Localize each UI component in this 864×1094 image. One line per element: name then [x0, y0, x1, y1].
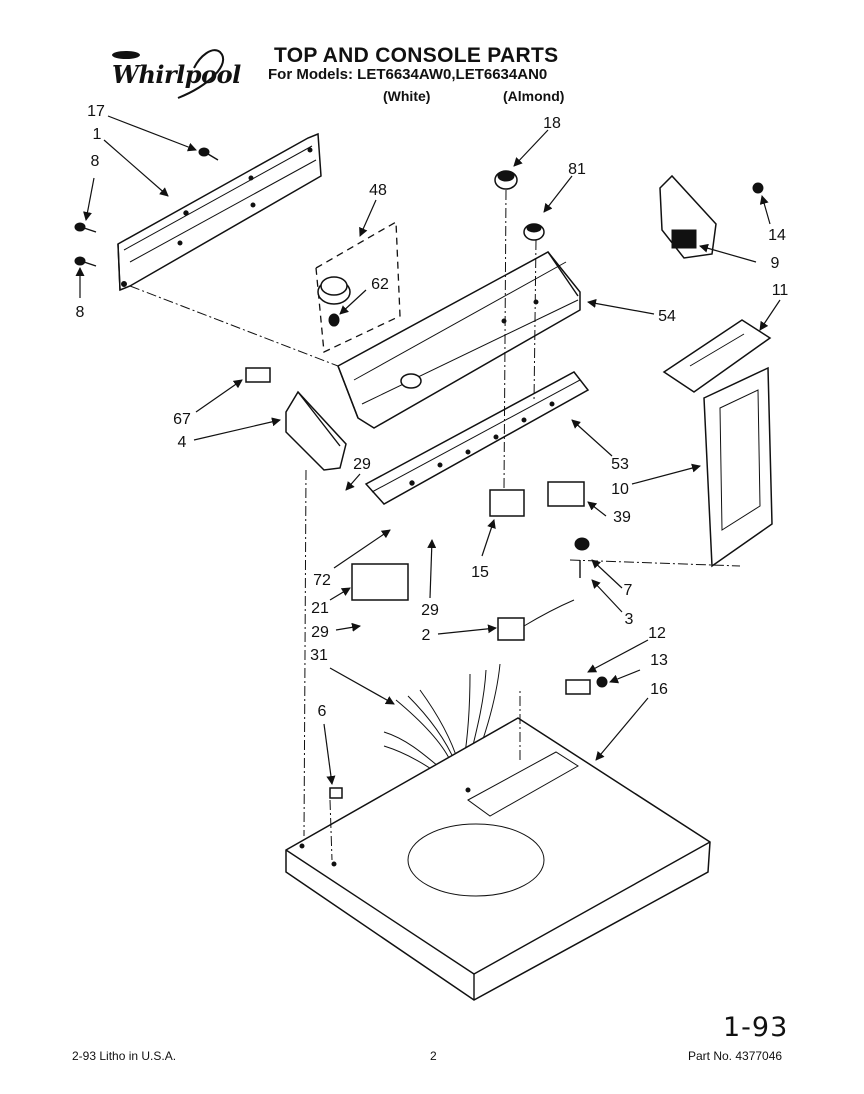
callout-label: 16 — [650, 681, 668, 698]
print-info: 2-93 Litho in U.S.A. — [72, 1049, 177, 1063]
color-almond-label: (Almond) — [503, 88, 565, 104]
callout-label: 4 — [177, 434, 187, 451]
console-panel — [337, 251, 581, 429]
callout-label: 1 — [92, 126, 102, 143]
callout-label: 39 — [613, 509, 631, 526]
callout-label: 18 — [543, 115, 561, 132]
brand-name: Whirlpool — [112, 60, 241, 89]
console-knobs — [494, 170, 545, 241]
callout-label: 54 — [658, 308, 676, 325]
top-cover — [285, 717, 711, 1001]
callout-label: 8 — [75, 304, 85, 321]
callout-label: 11 — [771, 282, 789, 299]
color-white-label: (White) — [383, 88, 431, 104]
callout-label: 29 — [353, 456, 371, 473]
screws-rear — [74, 147, 219, 267]
page-number: 2 — [430, 1049, 437, 1063]
callout-label: 9 — [770, 255, 780, 272]
switches — [489, 481, 590, 578]
end-cap — [245, 367, 347, 471]
timer-and-plug — [351, 563, 575, 641]
clips — [329, 676, 608, 799]
handwritten-date: 1-93 — [723, 1012, 789, 1043]
callout-label: 81 — [568, 161, 586, 178]
right-end-cap — [659, 174, 764, 259]
callout-label: 62 — [371, 276, 389, 293]
callout-label: 3 — [624, 611, 634, 628]
callout-label: 53 — [611, 456, 629, 473]
callout-label: 21 — [311, 600, 329, 617]
timer-knob-group — [315, 220, 401, 353]
callout-label: 15 — [471, 564, 489, 581]
callout-label: 14 — [768, 227, 786, 244]
callout-label: 2 — [421, 627, 431, 644]
callout-label: 12 — [648, 625, 666, 642]
callout-label: 72 — [313, 572, 331, 589]
models-line: For Models: LET6634AW0,LET6634AN0 — [268, 66, 548, 83]
callout-label: 17 — [87, 103, 105, 120]
callout-label: 8 — [90, 153, 100, 170]
whirlpool-logo: Whirlpool — [108, 46, 243, 102]
callout-label: 10 — [611, 481, 629, 498]
leader-arrows — [75, 115, 781, 785]
callout-label: 6 — [317, 703, 327, 720]
callout-label: 7 — [623, 582, 633, 599]
part-number: Part No. 4377046 — [688, 1049, 783, 1063]
callout-label: 13 — [650, 652, 668, 669]
logo-swirl-icon — [112, 49, 225, 99]
callout-label: 31 — [310, 647, 328, 664]
lid-assembly — [662, 319, 773, 568]
callout-label: 29 — [421, 602, 439, 619]
callout-label: 67 — [173, 411, 191, 428]
alignment-lines — [129, 189, 741, 861]
page-title: TOP AND CONSOLE PARTS — [274, 44, 559, 67]
callout-label: 29 — [311, 624, 329, 641]
callout-label: 48 — [369, 182, 387, 199]
rear-panel — [117, 132, 322, 292]
